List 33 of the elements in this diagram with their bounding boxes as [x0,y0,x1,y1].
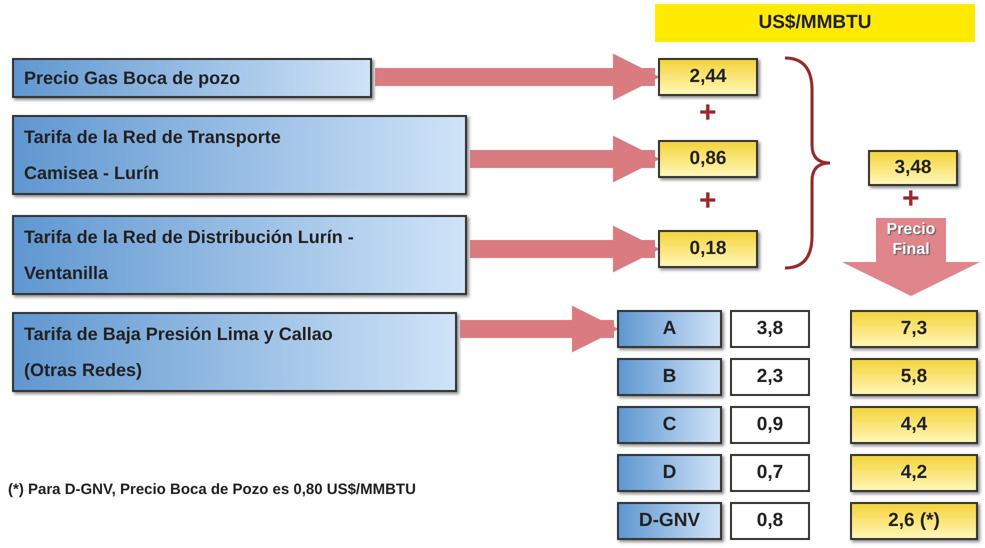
arrow [470,226,660,272]
category-box: B [617,358,722,396]
plus-sign: + [699,186,717,216]
value-box: 0,9 [730,406,810,444]
down-arrow-shape: Precio Final [842,218,980,296]
value-box: 2,3 [730,358,810,396]
cost-label-box: Tarifa de la Red de Distribución Lurín - Ventanilla [12,215,467,295]
value-box: 0,86 [658,140,758,178]
cost-label-box: Precio Gas Boca de pozo [12,58,372,98]
value-box: 2,44 [658,58,758,96]
plus-sign: + [699,98,717,128]
final-price-box: 4,2 [850,454,978,492]
arrow [375,54,660,100]
value-box: 0,8 [730,502,810,540]
category-box: D [617,454,722,492]
final-price-box: 7,3 [850,310,978,348]
cost-label-box: Tarifa de la Red de Transporte Camisea - Lurín [12,115,467,195]
footnote: (*) Para D-GNV, Precio Boca de Pozo es 0,80 US$/MMBTU [8,482,416,497]
final-price-box: 2,6 (*) [850,502,978,540]
arrow [460,306,619,352]
arrow [470,136,660,182]
unit-header: US$/MMBTU [655,4,975,42]
value-box: 0,18 [658,230,758,268]
plus-sign: + [902,184,920,214]
value-box: 0,7 [730,454,810,492]
category-box: D-GNV [617,502,722,540]
total-box: 3,48 [868,150,958,186]
value-box: 3,8 [730,310,810,348]
category-box: C [617,406,722,444]
cost-label-box: Tarifa de Baja Presión Lima y Callao (Otras Redes) [12,312,457,392]
final-price-box: 4,4 [850,406,978,444]
final-price-box: 5,8 [850,358,978,396]
category-box: A [617,310,722,348]
